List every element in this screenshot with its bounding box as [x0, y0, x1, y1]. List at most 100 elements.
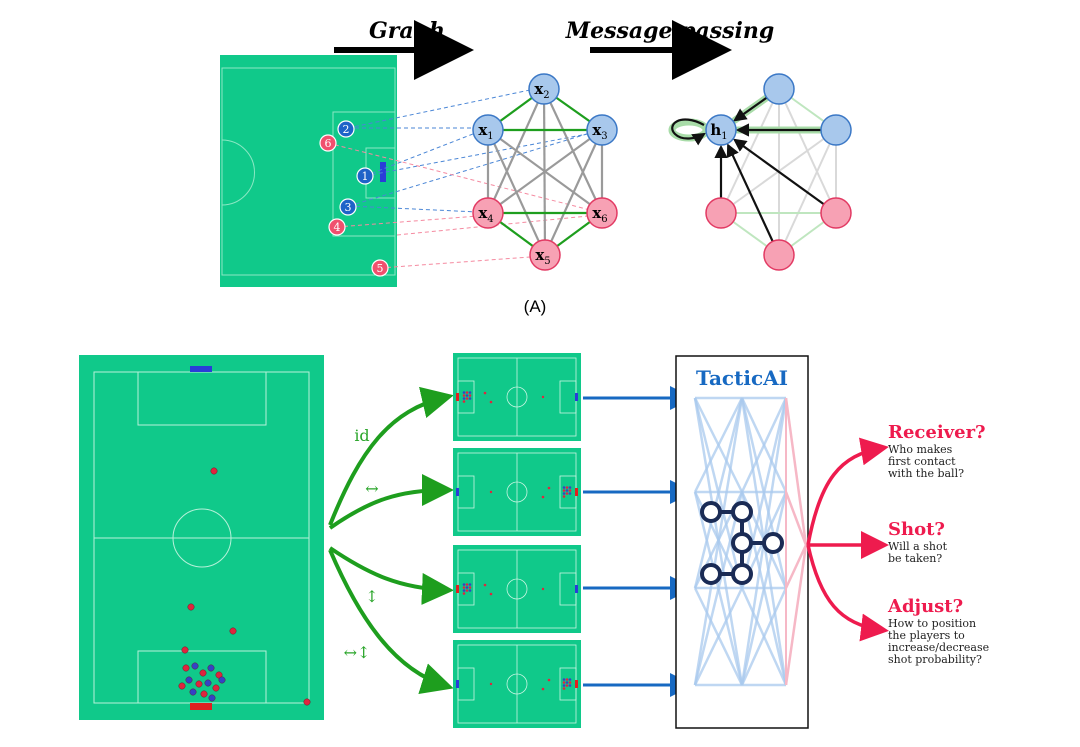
graph-node-x3: x3 [586, 114, 618, 146]
mini-dot [565, 684, 569, 687]
mini-dot [468, 589, 472, 592]
mini-dot [468, 397, 472, 400]
output-description-line: Who makes [888, 443, 953, 456]
node-subscript: 5 [544, 256, 550, 267]
output-description-line: first contact [888, 455, 956, 468]
node-symbol: x [535, 246, 545, 264]
pitch-dot [199, 669, 207, 677]
mini-dot [465, 397, 469, 400]
transform-label: ↕ [365, 587, 378, 606]
mp-node [820, 114, 852, 146]
mini-dot [468, 394, 472, 397]
output-description-line: with the ball? [888, 467, 964, 480]
pitch-dot [195, 680, 203, 688]
pitch-player-label: 5 [377, 262, 384, 275]
output-title: Receiver? [888, 422, 986, 443]
hidden-node-subscript: 1 [721, 131, 727, 142]
pitch-dot [182, 664, 190, 672]
mp-node [820, 197, 852, 229]
graph-edges [486, 88, 604, 256]
pitch-player-5: 5 [371, 259, 389, 277]
graph-node-x1: x1 [472, 114, 504, 146]
mini-dot [562, 495, 566, 498]
mini-dot [462, 397, 466, 400]
model-title: TacticAI [696, 366, 788, 390]
mini-dot [568, 492, 572, 495]
transform-label: id [354, 426, 369, 445]
bottom-goal [190, 703, 212, 710]
mini-pitch [453, 448, 581, 536]
gnn-node [731, 501, 753, 523]
output-description-line: Will a shot [888, 540, 948, 553]
mini-dot [565, 681, 569, 684]
hidden-node-symbol: h [710, 121, 721, 139]
mini-dot [468, 583, 472, 586]
hidden-node-h1: h1 [705, 114, 737, 146]
output-title: Adjust? [887, 596, 963, 617]
pitch-player-3: 3 [339, 198, 357, 216]
transform-label: ↔ [365, 479, 378, 498]
mini-dot [568, 486, 572, 489]
node-subscript: 3 [601, 131, 607, 142]
message-arrow [733, 138, 825, 206]
mini-dot [565, 489, 569, 492]
panel-b: id↔↕↔↕ TacticAI Receiver?Who makesfirst … [79, 353, 989, 729]
network-edge [740, 397, 788, 589]
gnn-node [731, 563, 753, 585]
pitch-player-2: 2 [337, 120, 355, 138]
mini-pitch [453, 353, 581, 441]
mini-dot [462, 583, 466, 586]
network-output-edge [784, 397, 808, 546]
network-edge [740, 491, 788, 686]
network-edge [693, 587, 744, 686]
mini-dot [547, 486, 551, 490]
mini-dot [489, 490, 493, 494]
mini-dot [562, 678, 566, 681]
mp-node [763, 73, 795, 105]
mini-dot [465, 583, 469, 586]
pitch-dot [212, 684, 220, 692]
node-symbol: x [592, 204, 602, 222]
goal-marker [380, 162, 386, 182]
correspondence-lines [327, 89, 601, 269]
message-arrow [733, 96, 768, 122]
network-edge [740, 587, 788, 686]
pitch-player-6: 6 [319, 134, 337, 152]
gnn-icon [700, 501, 784, 585]
mini-dot [489, 682, 493, 686]
svg-text:x6: x6 [592, 204, 607, 225]
svg-text:h1: h1 [710, 121, 727, 142]
network-edge [693, 491, 744, 686]
mp-node [705, 197, 737, 229]
network-output-edge [784, 544, 808, 686]
network-edge [693, 397, 744, 589]
mini-dot [562, 486, 566, 489]
pitch-dot [191, 662, 199, 670]
mini-dot [565, 492, 569, 495]
svg-text:x4: x4 [478, 204, 493, 225]
graph-node-x2: x2 [528, 73, 560, 105]
mini-dot [465, 391, 469, 394]
svg-text:x3: x3 [592, 121, 607, 142]
pitch-dot [218, 676, 226, 684]
node-subscript: 2 [543, 90, 549, 101]
mp-node [763, 239, 795, 271]
pitch-dot [185, 676, 193, 684]
output-description-line: shot probability? [888, 653, 982, 666]
mini-dot [568, 684, 572, 687]
mini-dot [562, 489, 566, 492]
mini-dot [489, 592, 493, 596]
mini-dot [565, 486, 569, 489]
gnn-node [731, 532, 753, 554]
pitch-player-label: 2 [343, 123, 350, 136]
mini-dot [462, 592, 466, 595]
pitch-dot [303, 698, 311, 706]
network-edge [693, 397, 744, 686]
mini-dot [562, 492, 566, 495]
graph-label: Graph [369, 18, 445, 44]
mini-dot [541, 395, 545, 399]
output-arrows [806, 437, 889, 642]
